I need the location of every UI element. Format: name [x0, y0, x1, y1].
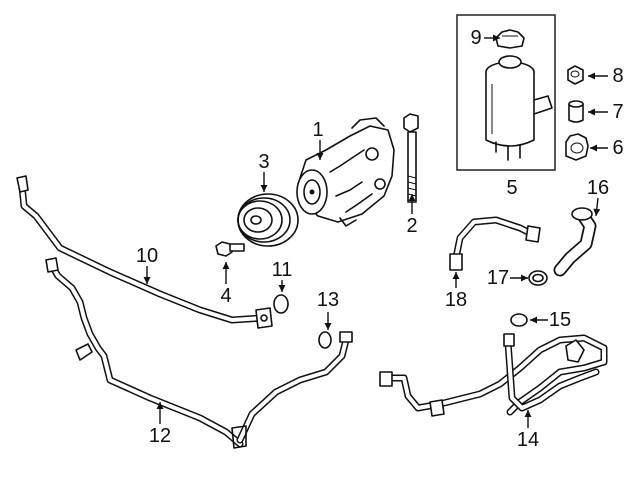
- callout-16: 16: [587, 177, 609, 217]
- callout-arrowhead: [590, 144, 597, 152]
- callout-arrowhead: [324, 323, 332, 330]
- callout-number: 15: [549, 309, 571, 331]
- callout-2: 2: [406, 194, 418, 237]
- mounting-bolt: [403, 113, 419, 203]
- callout-3: 3: [258, 151, 270, 192]
- callout-9: 9: [470, 27, 500, 49]
- callout-number: 2: [406, 215, 417, 237]
- pulley-bolt: [215, 241, 245, 257]
- callout-number: 7: [612, 101, 623, 123]
- callout-arrowhead: [408, 194, 416, 201]
- callout-number: 17: [487, 267, 509, 289]
- o-ring-upper: [273, 294, 289, 314]
- callout-number: 16: [587, 177, 609, 199]
- power-steering-pump: [296, 117, 395, 227]
- fluid-reservoir: [485, 55, 553, 161]
- o-ring-lower: [318, 331, 332, 349]
- callout-arrowhead: [521, 274, 528, 282]
- bushing: [568, 100, 584, 123]
- callout-number: 14: [517, 429, 539, 451]
- callout-4: 4: [220, 262, 232, 307]
- callout-arrowhead: [143, 277, 151, 284]
- callout-7: 7: [588, 101, 624, 123]
- callout-arrowhead: [493, 34, 500, 42]
- callout-arrowhead: [593, 208, 601, 216]
- callout-number: 5: [506, 177, 517, 199]
- callout-number: 4: [220, 285, 231, 307]
- reservoir-hose: [553, 207, 597, 277]
- callout-18: 18: [445, 272, 467, 311]
- callout-1: 1: [312, 119, 324, 160]
- callout-13: 13: [317, 289, 339, 330]
- callout-11: 11: [272, 259, 293, 292]
- callout-number: 18: [445, 289, 467, 311]
- callout-arrowhead: [524, 410, 532, 417]
- pressure-hose: [16, 175, 273, 329]
- callout-number: 13: [317, 289, 339, 311]
- grommet: [565, 133, 589, 161]
- callout-arrowhead: [316, 153, 324, 160]
- callout-number: 3: [258, 151, 269, 173]
- callout-number: 6: [612, 137, 623, 159]
- reservoir-kit-box: [456, 14, 556, 171]
- callout-12: 12: [149, 402, 171, 447]
- callout-arrowhead: [530, 316, 537, 324]
- callout-arrowhead: [452, 272, 460, 279]
- callout-14: 14: [517, 410, 539, 451]
- callout-arrowhead: [156, 402, 164, 409]
- callout-number: 8: [612, 65, 623, 87]
- callout-5: 5: [506, 177, 517, 199]
- callout-number: 11: [272, 259, 293, 281]
- pulley: [237, 193, 299, 247]
- hex-nut: [567, 65, 584, 85]
- callout-arrowhead: [222, 262, 230, 269]
- callout-number: 9: [470, 27, 481, 49]
- fluid-cooler: [379, 333, 608, 417]
- callout-number: 12: [149, 425, 171, 447]
- reservoir-cap: [495, 29, 525, 49]
- callout-6: 6: [590, 137, 624, 159]
- callout-arrowhead: [588, 72, 595, 80]
- return-line: [45, 257, 353, 449]
- supply-hose: [449, 216, 541, 271]
- hose-clamp: [528, 270, 548, 286]
- callout-number: 10: [136, 245, 158, 267]
- o-ring-cooler: [510, 313, 528, 327]
- callout-arrowhead: [278, 285, 286, 292]
- callout-10: 10: [136, 245, 158, 284]
- callout-arrowhead: [260, 185, 268, 192]
- callout-number: 1: [312, 119, 323, 141]
- callout-arrowhead: [588, 108, 595, 116]
- callout-17: 17: [487, 267, 528, 289]
- callout-8: 8: [588, 65, 624, 87]
- callout-15: 15: [530, 309, 571, 331]
